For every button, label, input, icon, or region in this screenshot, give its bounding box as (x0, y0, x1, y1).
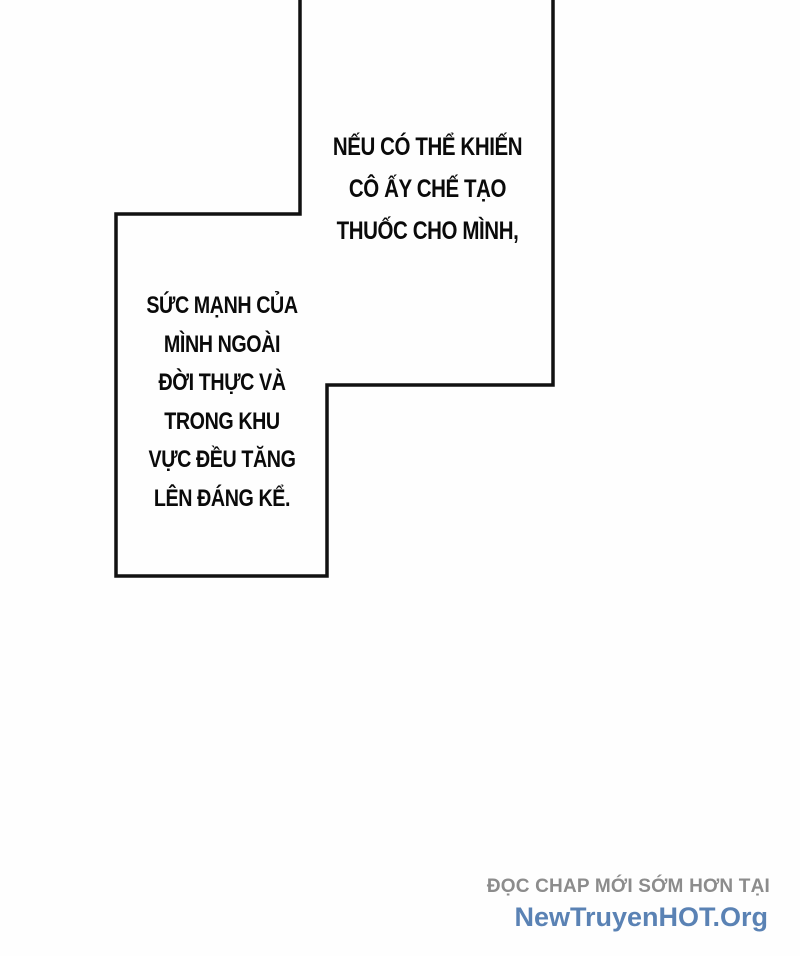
text-line: SỨC MẠNH CỦA (146, 292, 298, 319)
text-line: VỰC ĐỀU TĂNG (148, 446, 296, 473)
narration-text-lower: SỨC MẠNH CỦA MÌNH NGOÀI ĐỜI THỰC VÀ TRON… (135, 287, 309, 518)
text-line: CÔ ẤY CHẾ TẠO (348, 175, 507, 203)
text-line: ĐỜI THỰC VÀ (158, 369, 286, 396)
text-line: TRONG KHU (164, 407, 280, 435)
watermark-site-name: NewTruyenHOT.Org (514, 902, 768, 932)
watermark: ĐỌC CHAP MỚI SỚM HƠN TẠI NewTruyenHOT.Or… (487, 876, 770, 933)
narration-text-upper: NẾU CÓ THỂ KHIẾN CÔ ẤY CHẾ TẠO THUỐC CHO… (323, 126, 532, 252)
text-line: LÊN ĐÁNG KỂ. (153, 484, 291, 512)
watermark-tagline: ĐỌC CHAP MỚI SỚM HƠN TẠI (486, 876, 770, 897)
text-line: MÌNH NGOÀI (163, 330, 281, 358)
text-line: NẾU CÓ THỂ KHIẾN (332, 133, 523, 161)
text-line: THUỐC CHO MÌNH, (336, 217, 519, 245)
